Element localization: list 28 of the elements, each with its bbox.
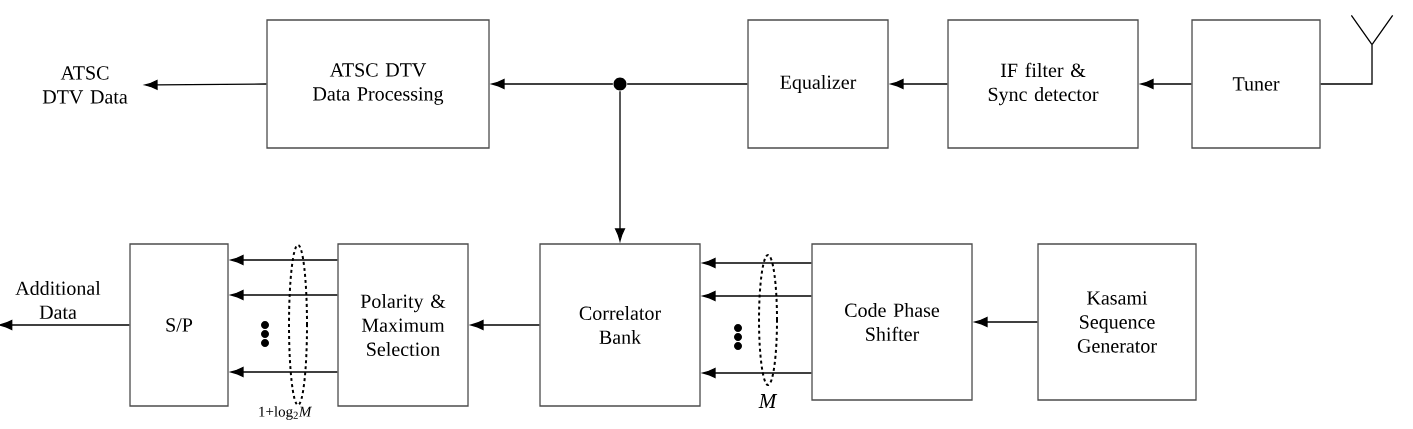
arrow — [702, 367, 812, 379]
arrow — [144, 79, 267, 90]
output-text: ATSC DTV Data — [42, 66, 128, 104]
arrow — [491, 78, 614, 90]
process-box: Tuner — [1191, 19, 1321, 149]
arrow — [890, 78, 948, 90]
process-box: Code Phase Shifter — [811, 243, 973, 401]
arrow — [702, 290, 812, 302]
arrow — [615, 90, 626, 242]
arrow — [974, 316, 1038, 328]
arrow — [230, 254, 338, 266]
signal-label: M — [758, 394, 778, 408]
arrow — [470, 319, 540, 331]
arrow — [230, 289, 338, 301]
process-box: ATSC DTV Data Processing — [266, 19, 490, 149]
process-box: S/P — [129, 243, 229, 407]
arrow — [1140, 78, 1192, 90]
arrow — [0, 319, 130, 331]
signal-label: 1+log$_{2}$M — [259, 406, 313, 420]
arrow — [702, 257, 812, 269]
output-text: Additional Data — [15, 280, 101, 320]
process-box: Kasami Sequence Generator — [1037, 243, 1197, 401]
process-box: Equalizer — [747, 19, 889, 149]
antenna-drawing — [1350, 14, 1394, 46]
arrow — [230, 366, 338, 378]
process-box: Polarity & Maximum Selection — [337, 243, 469, 407]
process-box: Correlator Bank — [539, 243, 701, 407]
process-box: IF filter & Sync detector — [947, 19, 1139, 149]
